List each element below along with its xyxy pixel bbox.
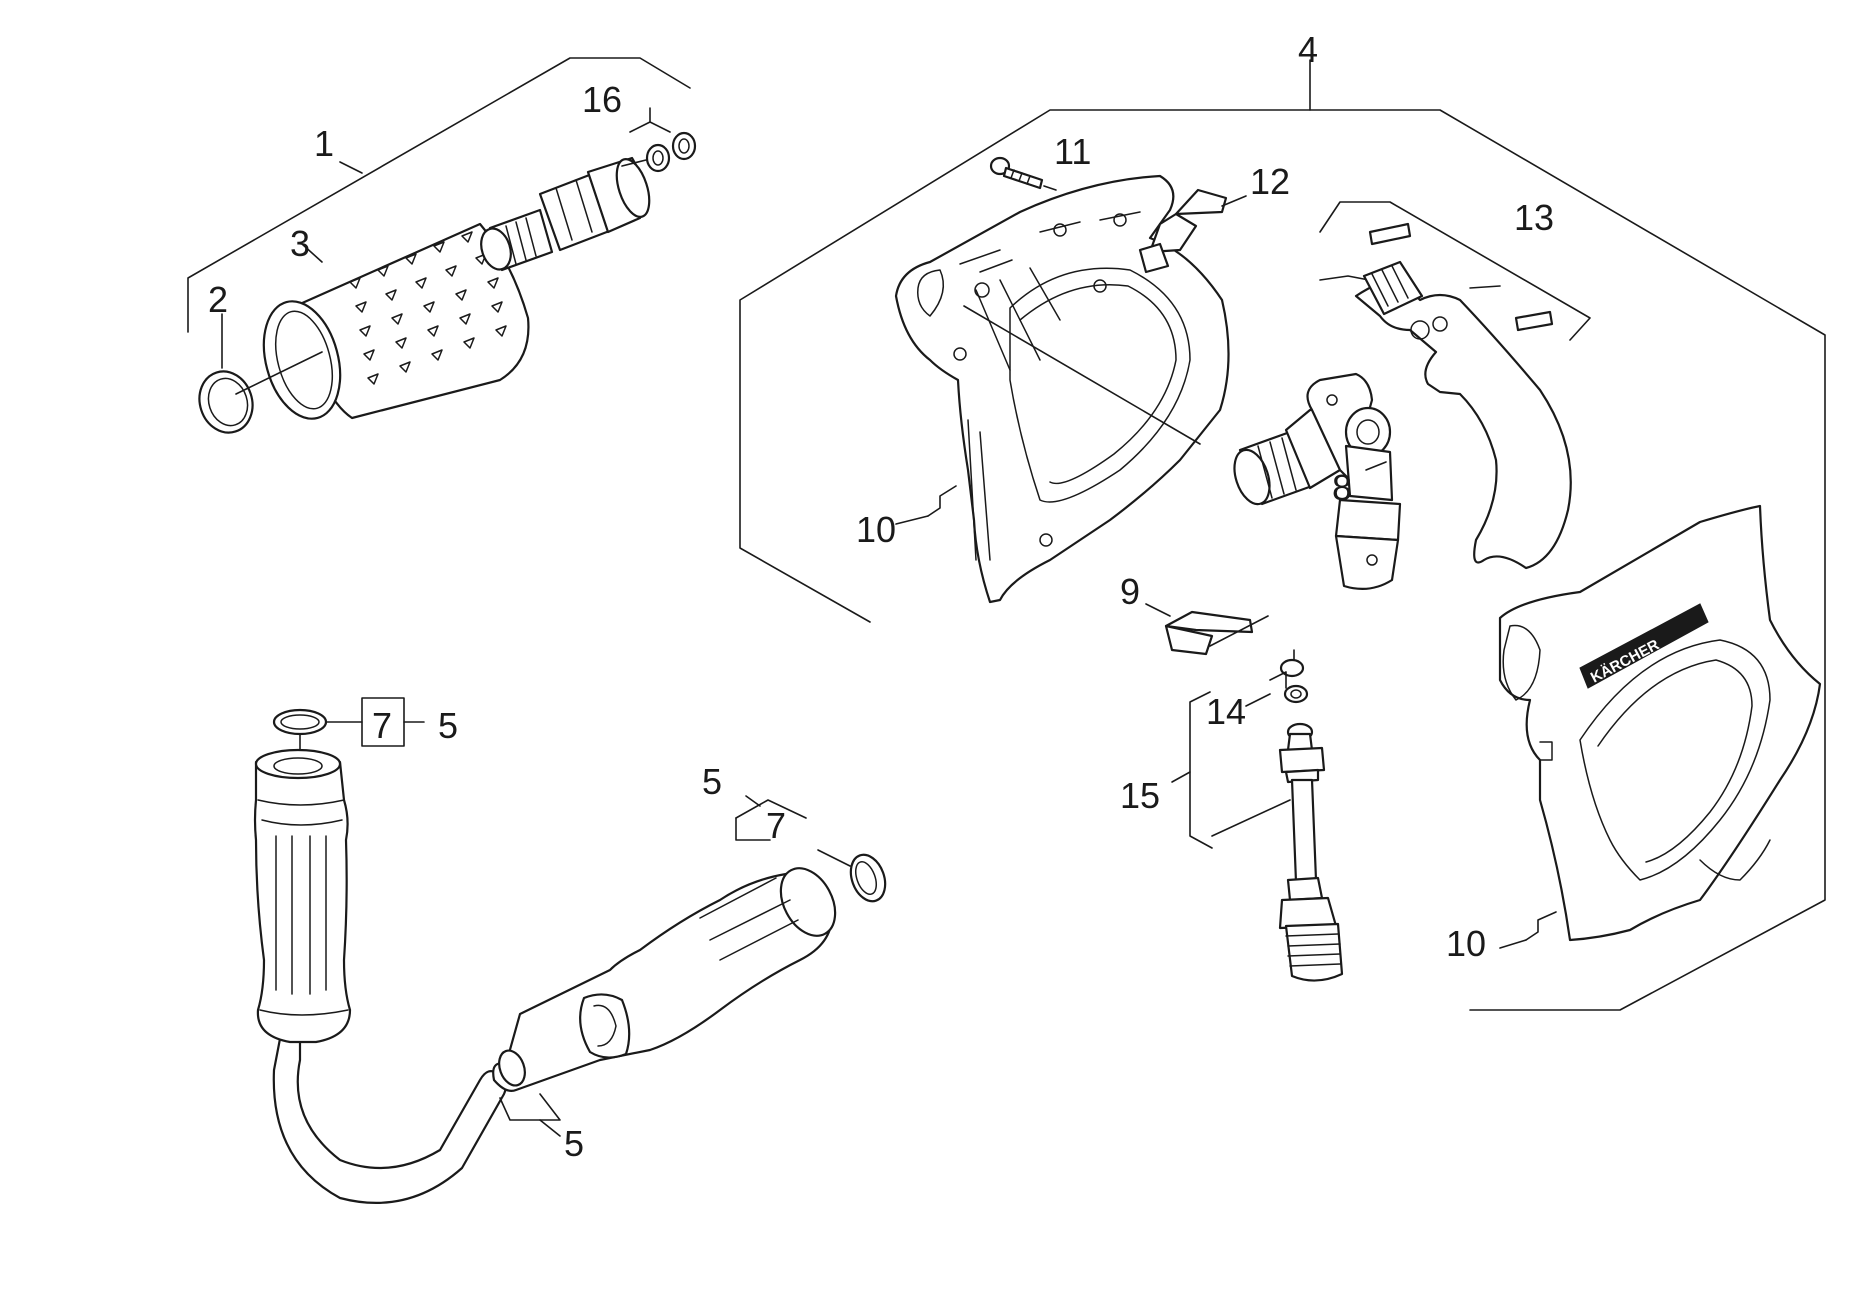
hose-connector-bracket	[499, 1093, 561, 1137]
part-10-gun-half-shell	[894, 174, 1230, 604]
callout-2: 2	[208, 279, 228, 320]
threaded-connector	[480, 156, 651, 272]
callout-10-left: 10	[856, 509, 896, 550]
part-9-retaining-clip	[1145, 603, 1269, 656]
sleeve-holes	[349, 231, 507, 385]
callout-5-top: 5	[438, 705, 458, 746]
part-7-o-ring-right	[735, 795, 887, 903]
part-3-perforated-sleeve	[235, 222, 530, 420]
lance-grip-right	[492, 867, 837, 1092]
callout-3: 3	[290, 223, 310, 264]
part-10-gun-shell-logo: KÄRCHER	[1498, 504, 1822, 942]
callout-8: 8	[1332, 467, 1352, 508]
callout-15: 15	[1120, 775, 1160, 816]
part-13-trigger	[1319, 201, 1591, 570]
part-7-o-ring-top	[272, 697, 425, 791]
callout-11: 11	[1054, 131, 1091, 172]
callout-5-right: 5	[702, 761, 722, 802]
callout-12: 12	[1250, 161, 1290, 202]
callout-4: 4	[1298, 29, 1318, 70]
part-12-trigger-lock	[1138, 188, 1247, 274]
callout-13: 13	[1514, 197, 1554, 238]
callout-7-top: 7	[372, 705, 392, 746]
part-15-valve-stem	[1171, 691, 1344, 982]
group-4-bracket	[739, 59, 1826, 1011]
part-14-o-rings	[1245, 649, 1309, 707]
callout-9: 9	[1120, 571, 1140, 612]
hose-handle-left	[253, 748, 508, 1204]
part-11-screw	[989, 156, 1057, 191]
logo-plate	[1579, 603, 1709, 689]
part-16-seals	[621, 107, 697, 173]
callout-16: 16	[582, 79, 622, 120]
callout-1: 1	[314, 123, 334, 164]
callout-10-right: 10	[1446, 923, 1486, 964]
part-2-circlip	[198, 313, 254, 434]
callout-10-leaders	[895, 485, 1557, 949]
callout-7-right: 7	[766, 805, 786, 846]
callout-5-bottom: 5	[564, 1123, 584, 1164]
group-1-bracket	[187, 57, 691, 333]
part-8-elbow-pipe	[1233, 372, 1402, 591]
callout-14: 14	[1206, 691, 1246, 732]
